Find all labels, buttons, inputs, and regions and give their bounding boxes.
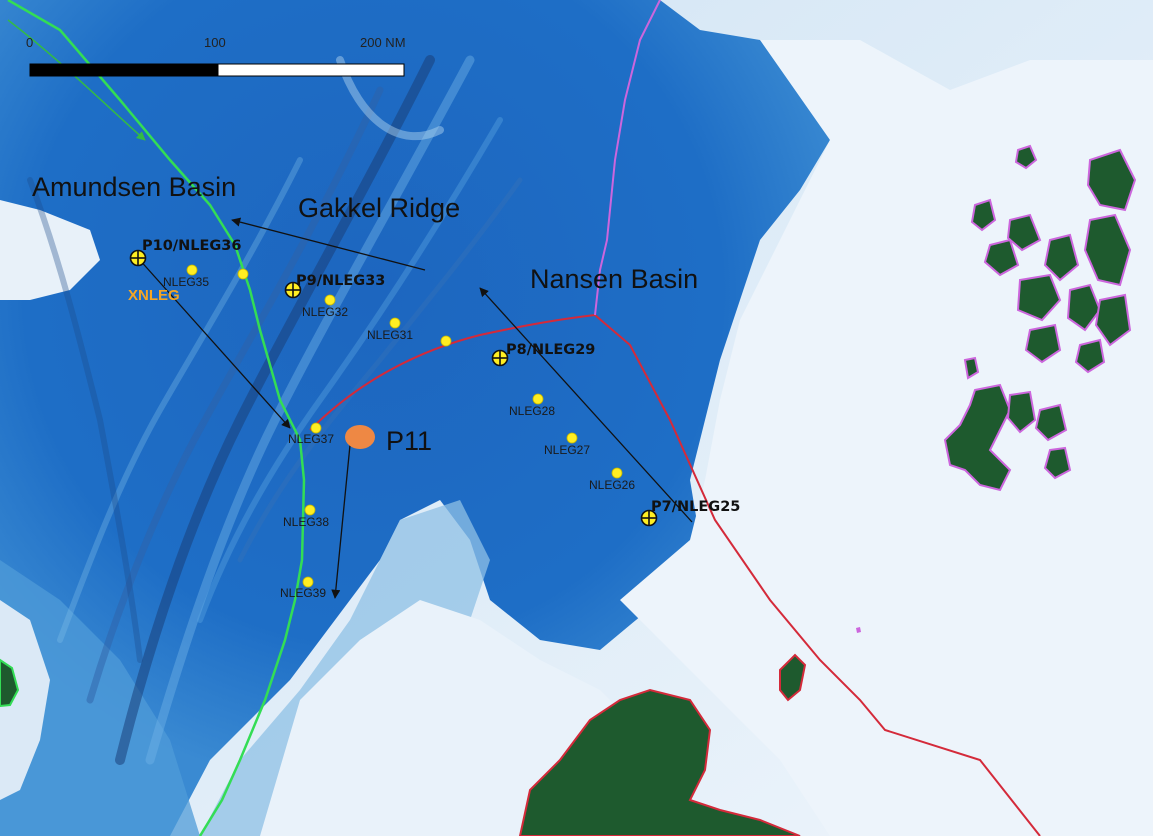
station-p10-label: P10/NLEG36 <box>142 238 241 254</box>
point-nleg37 <box>310 422 322 434</box>
station-p9-label: P9/NLEG33 <box>296 273 385 289</box>
crosshair-circle-icon <box>129 249 147 267</box>
magenta-boundary-line <box>594 0 661 316</box>
point-nleg26 <box>611 467 623 479</box>
scale-tick-200: 200 NM <box>360 35 406 50</box>
deep-ocean-basin <box>0 0 830 836</box>
label-nleg37: NLEG37 <box>288 432 334 446</box>
label-nleg39: NLEG39 <box>280 586 326 600</box>
transect-arrows <box>137 217 693 599</box>
scale-tick-100: 100 <box>204 35 226 50</box>
point-unlabeled-2 <box>440 335 452 347</box>
point-unlabeled-1 <box>237 268 249 280</box>
region-nansen-basin: Nansen Basin <box>530 264 698 294</box>
point-nleg31 <box>389 317 401 329</box>
land-east-archipelago <box>943 144 1137 492</box>
region-amundsen-basin: Amundsen Basin <box>32 172 236 202</box>
label-xnleg: XNLEG <box>128 287 180 304</box>
green-arrow-line <box>7 19 146 141</box>
land-west-edge <box>0 658 20 708</box>
crosshair-circle-icon <box>491 349 509 367</box>
land-south <box>518 688 801 836</box>
gakkel-ridge-relief <box>27 55 523 765</box>
arrow-gakkel-to-amundsen <box>231 217 426 271</box>
label-nleg32: NLEG32 <box>302 305 348 319</box>
label-nleg26: NLEG26 <box>589 478 635 492</box>
crosshair-circle-icon <box>284 281 302 299</box>
region-gakkel-ridge: Gakkel Ridge <box>298 193 460 223</box>
scale-bar: 0 100 200 NM <box>26 35 406 77</box>
point-nleg32 <box>324 294 336 306</box>
label-nleg31: NLEG31 <box>367 328 413 342</box>
shelf-white-west <box>0 200 100 300</box>
station-p11-label: P11 <box>386 426 432 456</box>
red-boundary-line <box>309 313 1041 836</box>
label-nleg28: NLEG28 <box>509 404 555 418</box>
sample-points <box>186 264 623 588</box>
label-nleg27: NLEG27 <box>544 443 590 457</box>
label-nleg35: NLEG35 <box>163 275 209 289</box>
point-nleg38 <box>304 504 316 516</box>
label-nleg38: NLEG38 <box>283 515 329 529</box>
land-island-small <box>779 653 807 702</box>
point-nleg28 <box>532 393 544 405</box>
shelf-white-farwest <box>0 600 50 800</box>
p11-marker <box>345 425 375 449</box>
arrow-nleg25-to-nansen <box>479 287 693 523</box>
point-nleg39 <box>302 576 314 588</box>
scale-tick-0: 0 <box>26 35 33 50</box>
mid-depth-band <box>0 560 200 836</box>
arrow-nleg36-to-nleg37 <box>137 257 291 429</box>
magenta-speck <box>856 627 861 633</box>
point-nleg35 <box>186 264 198 276</box>
scale-bar-light-segment <box>217 63 405 77</box>
crosshair-circle-icon <box>640 509 658 527</box>
station-p7-label: P7/NLEG25 <box>651 499 740 515</box>
arrow-p11-south <box>331 444 351 599</box>
point-nleg27 <box>566 432 578 444</box>
station-p8-label: P8/NLEG29 <box>506 342 595 358</box>
scale-bar-dark-segment <box>29 63 219 77</box>
